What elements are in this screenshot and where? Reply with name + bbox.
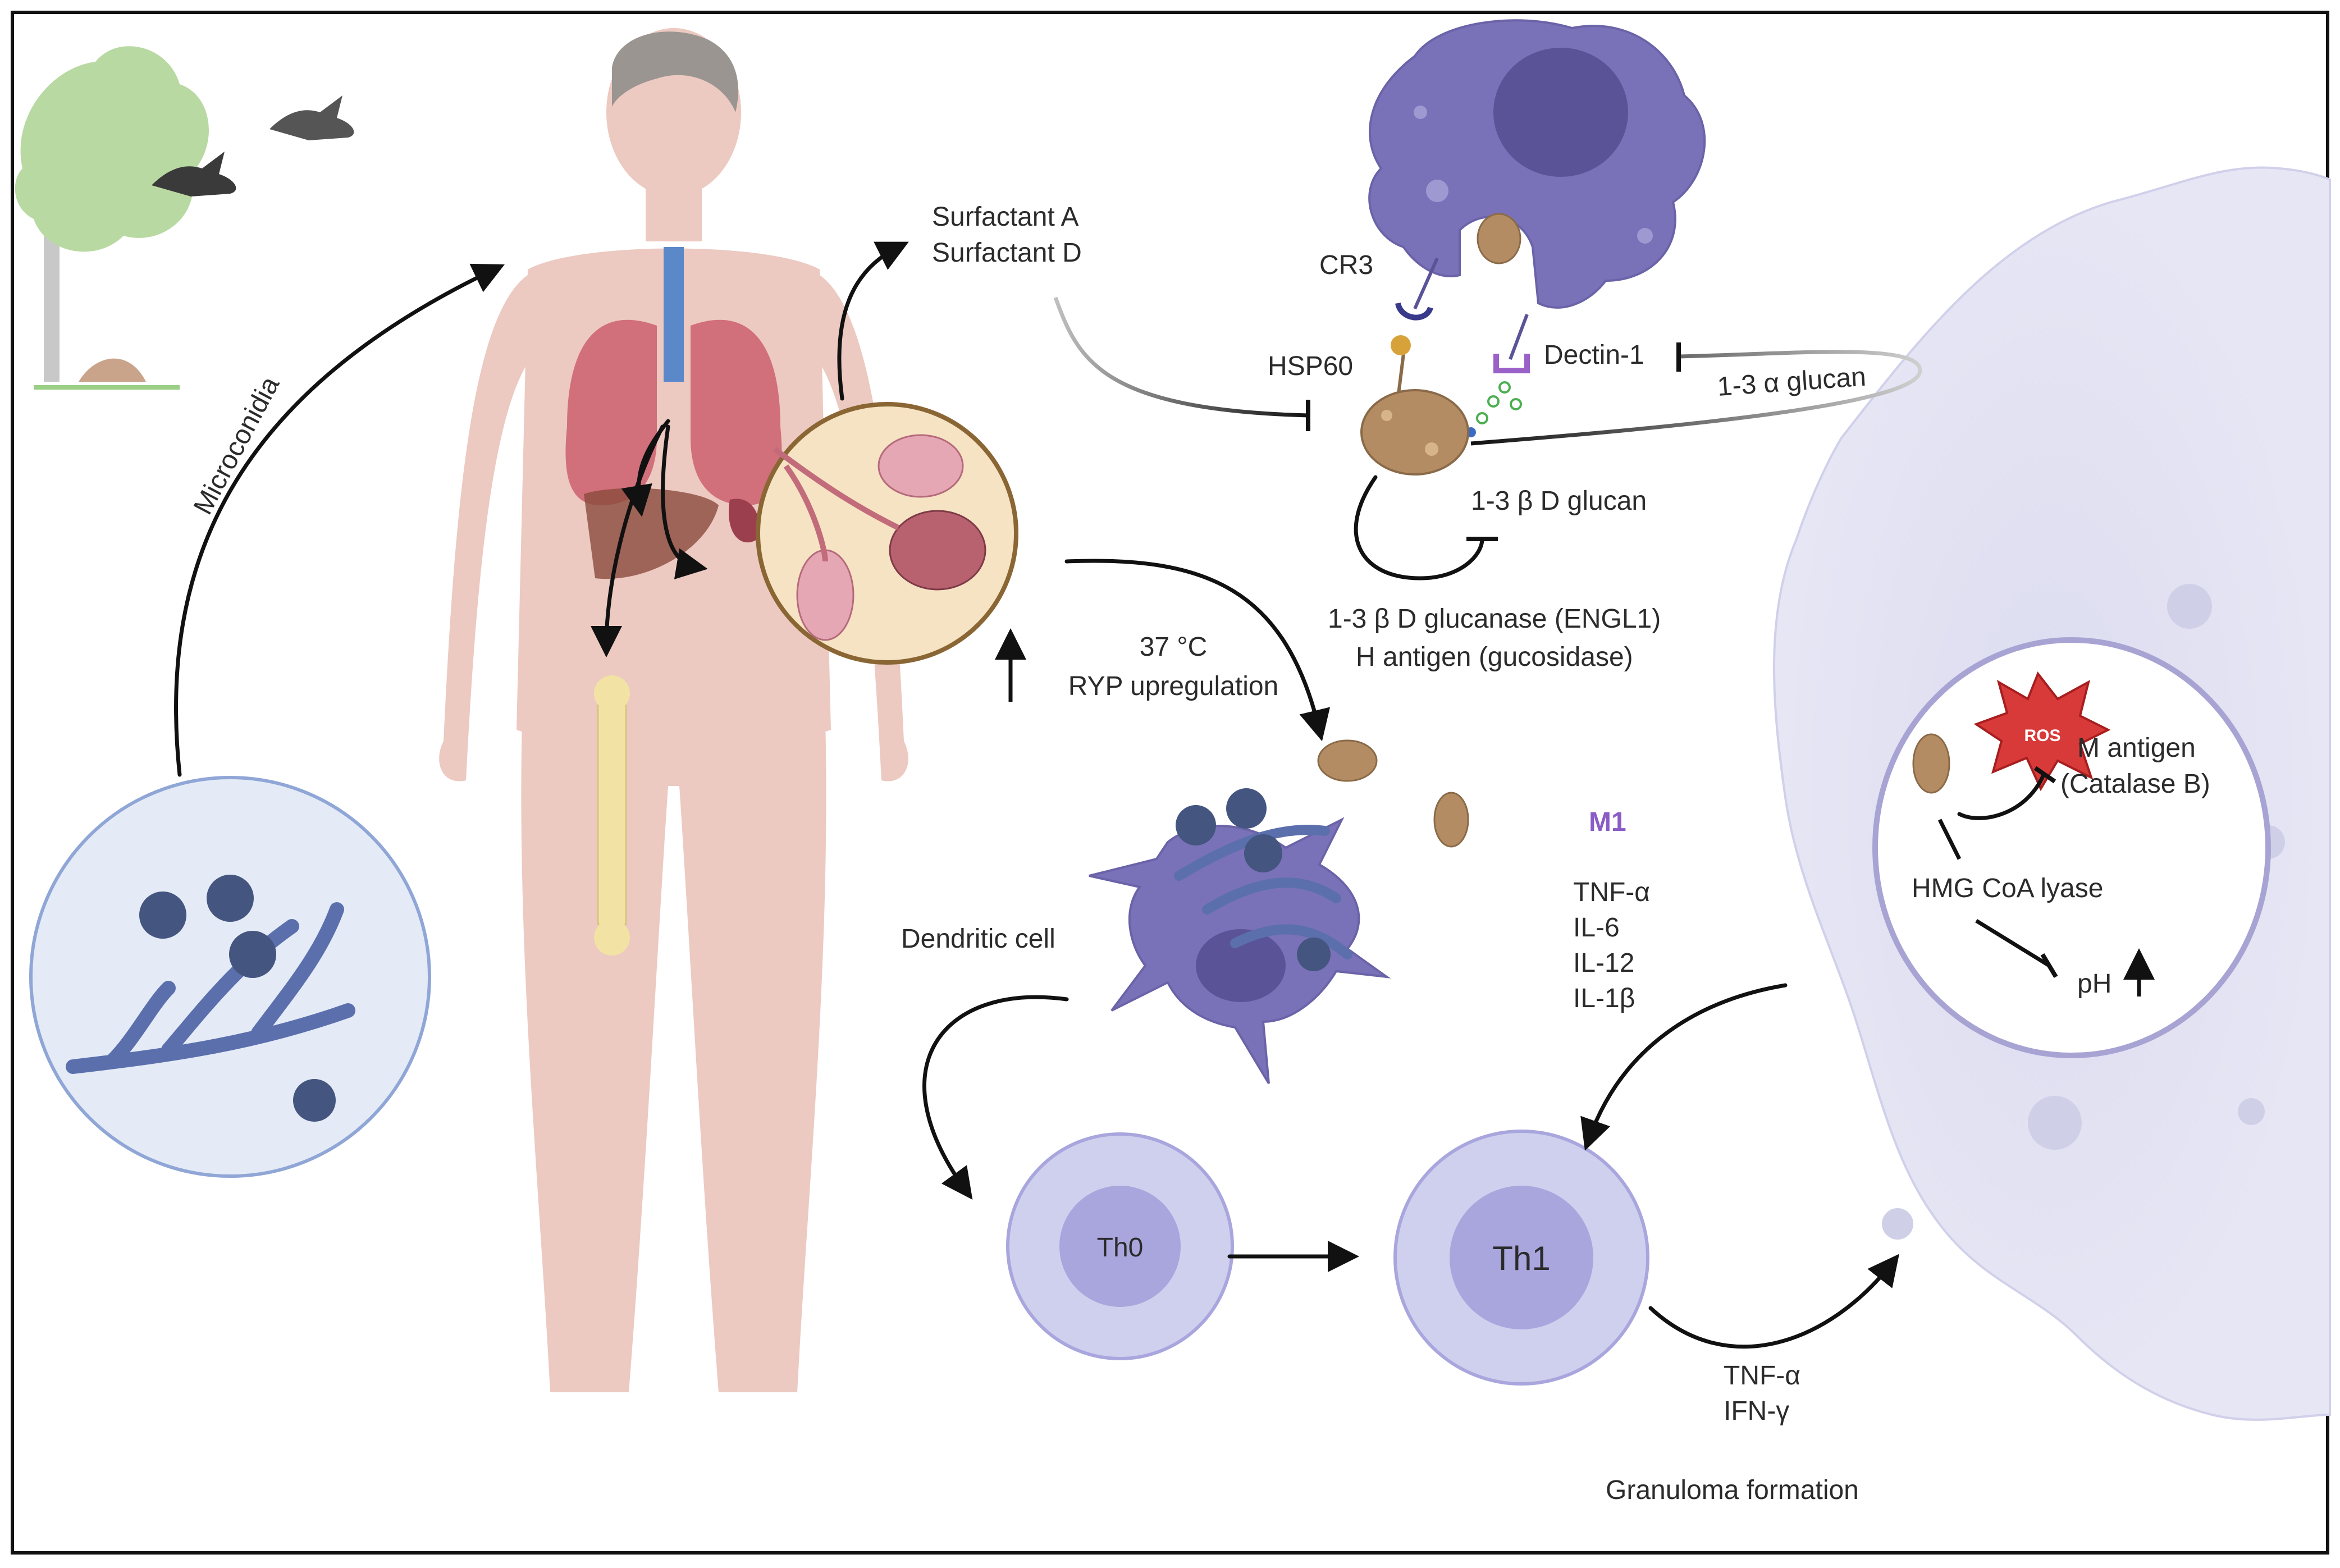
m1-cytokine-il1b: IL-1β — [1573, 984, 1635, 1013]
beta-glucan-label: 1-3 β D glucan — [1471, 486, 1647, 516]
hsp60-icon — [1391, 335, 1411, 355]
yeast-spot — [1425, 442, 1438, 456]
human-body — [439, 28, 908, 1392]
surfactant-arrow — [837, 241, 909, 401]
spore-icon — [207, 875, 254, 922]
ros-label: ROS — [2024, 726, 2060, 745]
hmg-coa-lyase-label: HMG CoA lyase — [1912, 874, 2103, 903]
tree-trunk — [44, 236, 60, 382]
ph-label: pH — [2077, 969, 2112, 999]
th1-label: Th1 — [1492, 1240, 1550, 1277]
vesicle — [2028, 1096, 2082, 1150]
vesicle — [1637, 228, 1653, 244]
hsp60-label: HSP60 — [1268, 351, 1353, 381]
dectin1-stalk — [1509, 313, 1529, 360]
alpha-glucan-inhibition-line — [1470, 350, 1922, 446]
dectin1-label: Dectin-1 — [1544, 340, 1644, 370]
hmg-inhibition-line — [1975, 919, 2050, 967]
spore-icon — [139, 892, 186, 939]
bird-icon — [152, 152, 236, 196]
catalase-inhibition-arrow — [1957, 772, 2046, 820]
spore-icon — [229, 931, 276, 978]
cr3-receptor-stalk — [1413, 257, 1439, 310]
yeast-to-hmg-line — [1937, 819, 1962, 860]
granuloma-label: Granuloma formation — [1606, 1475, 1859, 1505]
alveoli-icon — [773, 434, 986, 641]
h-antigen-label: H antigen (gucosidase) — [1356, 642, 1633, 672]
m1-cytokine-il6: IL-6 — [1573, 913, 1620, 943]
th1-nucleus — [1450, 1186, 1593, 1329]
m1-cytokine-tnf: TNF-α — [1573, 877, 1650, 907]
surfactant-inhibition-line — [1053, 296, 1309, 418]
yeast-cell-icon — [1433, 792, 1469, 848]
m-antigen-label: M antigen — [2077, 733, 2196, 763]
bird-icon — [269, 95, 354, 140]
engulfed-yeast-icon — [1477, 213, 1521, 264]
inhibition-bar — [2040, 953, 2058, 979]
phagosome — [1872, 637, 2271, 1058]
dendritic-cell-label: Dendritic cell — [901, 924, 1055, 954]
inhibition-bar — [2033, 766, 2056, 784]
th0-label: Th0 — [1097, 1233, 1144, 1263]
surfactant-d-label: Surfactant D — [932, 238, 1082, 268]
vesicle — [2238, 1098, 2265, 1125]
cr3-label: CR3 — [1319, 250, 1373, 280]
ros-burst-icon — [1973, 671, 2111, 792]
temperature-label: 37 °C — [1140, 632, 1208, 662]
hyphae-icon — [66, 902, 355, 1074]
tree-canopy-icon — [15, 46, 209, 252]
spore-icon — [293, 1079, 336, 1122]
dc-to-th0-arrow — [922, 995, 1069, 1200]
vesicle — [1426, 180, 1448, 202]
macrophage-nucleus — [1493, 48, 1628, 177]
ryp-upregulation-label: RYP upregulation — [1068, 671, 1279, 701]
cr3-receptor-icon — [1395, 302, 1433, 321]
th0-nucleus — [1059, 1186, 1181, 1307]
lung-to-spleen-arrow — [661, 424, 708, 579]
yeast-spot — [1381, 410, 1392, 421]
microconidia-inhalation-arrow — [174, 263, 505, 777]
catalase-label: (Catalase B) — [2060, 769, 2210, 799]
yeast-conversion-arrow — [1064, 559, 1331, 742]
vesicle — [1414, 106, 1427, 119]
surfactant-a-label: Surfactant A — [932, 202, 1079, 232]
lung-to-bone-arrow — [591, 424, 665, 657]
vesicle — [1882, 1208, 1913, 1240]
dendritic-cell-icon — [1089, 788, 1391, 1085]
beta-glucan-inhibition-line — [1354, 475, 1484, 580]
dectin1-receptor-icon — [1493, 354, 1530, 373]
th1-cytokine-tnf: TNF-α — [1724, 1361, 1800, 1391]
yeast-cell-icon — [1360, 389, 1469, 476]
th1-to-granuloma-arrow — [1648, 1254, 1899, 1349]
m1-to-th1-arrow — [1580, 983, 1788, 1151]
th1-cytokine-ifn: IFN-γ — [1724, 1396, 1789, 1426]
soil-mound-icon — [79, 358, 146, 382]
m1-label: M1 — [1589, 807, 1626, 837]
phagocytosed-yeast-icon — [1912, 733, 1950, 794]
vesicle — [2167, 584, 2212, 629]
glucanase-label: 1-3 β D glucanase (ENGL1) — [1328, 604, 1661, 634]
yeast-cell-icon — [1317, 739, 1378, 782]
m1-cytokine-il12: IL-12 — [1573, 948, 1634, 978]
